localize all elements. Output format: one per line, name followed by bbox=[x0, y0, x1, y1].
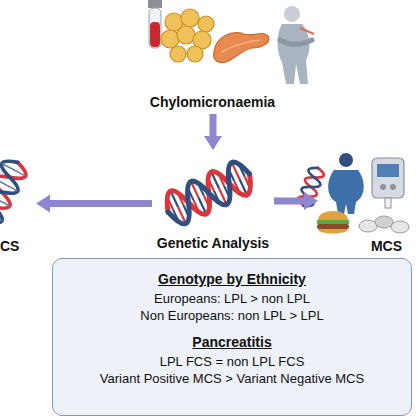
process-node: Genetic Analysis bbox=[152, 150, 274, 252]
summary-line: Europeans: LPL > non LPL bbox=[154, 290, 310, 307]
arrow-head bbox=[304, 192, 318, 210]
arrow-head bbox=[204, 136, 222, 150]
person-in-pain bbox=[278, 6, 315, 84]
section-heading: Pancreatitis bbox=[192, 333, 271, 351]
flow-arrow bbox=[274, 192, 318, 210]
glucometer bbox=[372, 158, 404, 208]
burger bbox=[317, 211, 349, 234]
summary-line: Variant Positive MCS > Variant Negative … bbox=[100, 370, 364, 387]
node-label: Chylomicronaemia bbox=[150, 93, 275, 111]
obese-person bbox=[328, 153, 364, 214]
dna-helix-small bbox=[296, 165, 325, 209]
section-heading: Genotype by Ethnicity bbox=[158, 270, 306, 288]
outcome-label: CS bbox=[0, 155, 36, 255]
summary-line: Non Europeans: non LPL > LPL bbox=[140, 307, 323, 324]
arrow-shaft bbox=[50, 200, 152, 207]
condition-label: Chylomicronaemia bbox=[140, 90, 285, 114]
dna-helix bbox=[160, 158, 257, 229]
node-label: CS bbox=[0, 237, 19, 255]
pills bbox=[359, 216, 409, 233]
node-label: Genetic Analysis bbox=[157, 234, 269, 252]
arrow-shaft bbox=[210, 114, 217, 136]
fat-cells bbox=[161, 9, 214, 62]
dna-helix-left bbox=[0, 156, 30, 228]
blood-tube bbox=[148, 0, 162, 48]
flow-arrow bbox=[204, 114, 222, 150]
arrow-head bbox=[36, 195, 50, 213]
pancreas bbox=[214, 33, 269, 63]
flow-arrow bbox=[36, 195, 152, 213]
arrow-shaft bbox=[274, 198, 304, 205]
outcome-label: MCS bbox=[318, 150, 420, 255]
node-label: MCS bbox=[371, 237, 402, 255]
summary-line: LPL FCS = non LPL FCS bbox=[160, 353, 305, 370]
summary-box: Genotype by EthnicityEuropeans: LPL > no… bbox=[52, 258, 412, 416]
